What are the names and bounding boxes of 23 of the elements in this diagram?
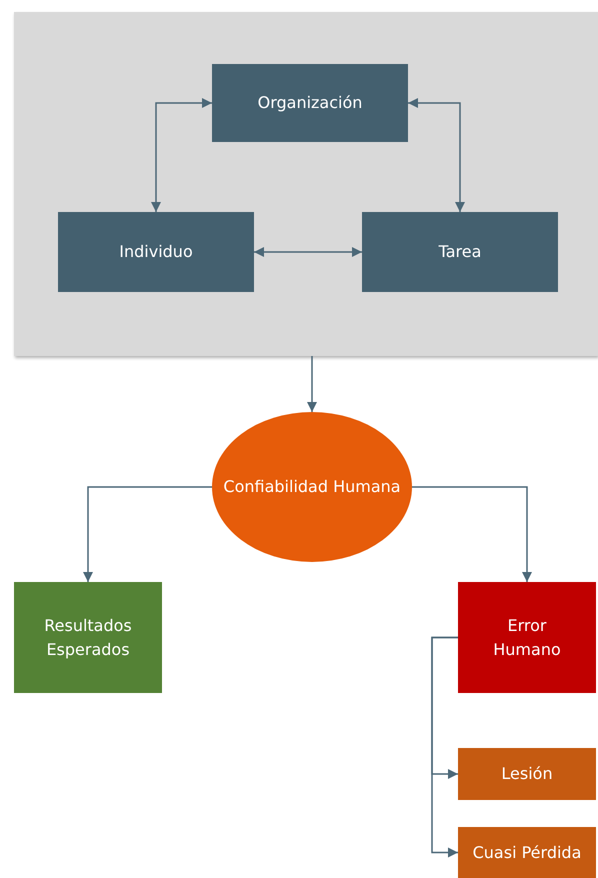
arrow (307, 356, 317, 412)
outcome-box (14, 582, 162, 693)
process-box (362, 212, 558, 292)
arrow (83, 486, 212, 582)
node-label: Resultados Esperados (43, 614, 133, 660)
node-label: Organización (258, 92, 362, 114)
process-box (212, 64, 408, 142)
node-label: Cuasi Pérdida (472, 842, 582, 864)
process-box (58, 212, 254, 292)
node-label: Error Humano (492, 614, 562, 660)
arrow (408, 98, 465, 212)
consequence-box (458, 748, 596, 800)
node-label: Lesión (501, 763, 553, 785)
arrow (254, 247, 362, 257)
arrow (412, 486, 532, 582)
node-label: Individuo (119, 241, 193, 263)
arrow (431, 636, 458, 858)
box-shape (14, 12, 598, 356)
arrow (151, 98, 212, 212)
outcome-box (458, 582, 596, 693)
consequence-box (458, 827, 596, 878)
node-label: Confiabilidad Humana (223, 476, 401, 498)
node-label: Tarea (438, 241, 482, 263)
